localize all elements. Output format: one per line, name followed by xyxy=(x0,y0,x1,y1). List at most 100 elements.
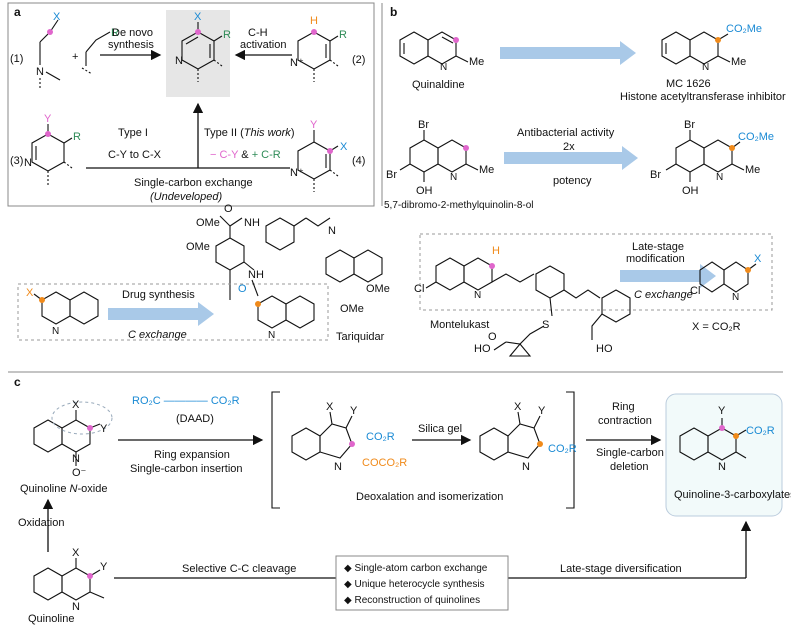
n-prod: N xyxy=(718,461,726,473)
n-label: N xyxy=(36,66,44,78)
arrow-dibromo xyxy=(504,146,638,170)
o-m: O xyxy=(488,331,497,343)
benzazepine-1: X Y CO₂R COCO₂R N xyxy=(291,401,407,473)
panel-a-border xyxy=(7,2,375,207)
dibromo-me: Me xyxy=(479,164,494,176)
ho-1: HO xyxy=(474,343,491,355)
potency: potency xyxy=(553,175,592,187)
plus-sign: + xyxy=(72,51,78,63)
quinaldine-me: Me xyxy=(469,56,484,68)
br-top: Br xyxy=(418,119,429,131)
amine-fragment: X N xyxy=(36,11,61,90)
n-m1: N xyxy=(474,290,481,301)
quinaldine-name: Quinaldine xyxy=(412,79,465,91)
single-insertion: Single-carbon insertion xyxy=(130,463,243,475)
n-tq-quin: N xyxy=(268,330,275,341)
bracket-right xyxy=(566,391,575,509)
ch-1: C-H xyxy=(248,27,268,39)
h-montelukast: H xyxy=(492,245,500,257)
cl-2: Cl xyxy=(690,285,700,297)
co2r-i1: CO₂R xyxy=(366,431,395,443)
quinoline-n-oxide-name: Quinoline N-oxide xyxy=(20,483,107,495)
silica: Silica gel xyxy=(418,423,462,435)
ome-3: OMe xyxy=(366,283,390,295)
single-carbon-exchange: Single-carbon exchange xyxy=(134,177,253,189)
late-stage-1: Late-stage xyxy=(632,241,684,253)
pyridinium-r: R xyxy=(339,29,347,41)
n-i1: N xyxy=(334,461,342,473)
pyridinium-n: N⁺ xyxy=(290,57,304,69)
tariquidar-structure: OMe OMe O NH NH N OMe OMe xyxy=(186,203,390,315)
quinoline: X Y N xyxy=(33,547,108,613)
fold: 2x xyxy=(563,141,575,153)
label-2: (2) xyxy=(352,54,365,66)
de-novo-2: synthesis xyxy=(108,39,154,51)
o-1: O xyxy=(224,203,233,215)
x-equals: X = CO₂R xyxy=(692,321,741,333)
antibacterial: Antibacterial activity xyxy=(517,127,615,139)
bullet-2: ◆ Unique heterocycle synthesis xyxy=(344,579,485,590)
quinoline-3-carboxylate: Y CO₂R N xyxy=(679,405,775,473)
y-c1: Y xyxy=(100,423,108,435)
panel-b-label: b xyxy=(390,5,397,19)
x-label-4: X xyxy=(340,141,348,153)
undeveloped: (Undeveloped) xyxy=(150,191,222,203)
target-n: N xyxy=(175,55,183,67)
x-i2: X xyxy=(514,401,522,413)
late-div: Late-stage diversification xyxy=(560,563,682,575)
tariquidar-quinoline: O N xyxy=(238,279,315,341)
ome-2: OMe xyxy=(186,241,210,253)
c-exchange-2: C exchange xyxy=(634,289,693,301)
r-label-3: R xyxy=(73,131,81,143)
y-label-3: Y xyxy=(44,113,52,125)
arrow-late-stage xyxy=(620,264,716,288)
bullet-3: ◆ Reconstruction of quinolines xyxy=(344,595,480,606)
alkyl-fragment: R xyxy=(81,27,119,75)
dibromo-quinolinol: Br Br OH N Me xyxy=(386,119,494,197)
panel-c: X Y N O⁻ Quinoline N-oxide RO₂C ———— CO₂… xyxy=(18,391,791,625)
ch-2: activation xyxy=(240,39,286,51)
y-i1: Y xyxy=(350,405,358,417)
label-4: (4) xyxy=(352,155,365,167)
quinoline-n-oxide: X Y N O⁻ xyxy=(33,399,113,479)
p-co2me: CO₂Me xyxy=(738,131,774,143)
montelukast-core: Cl N H S HO O HO xyxy=(414,245,631,357)
type2-exchange: − C-Y & + C-R xyxy=(210,149,281,161)
target-x: X xyxy=(194,11,202,23)
o-minus: O⁻ xyxy=(72,467,87,479)
x-quin: X xyxy=(26,287,34,299)
montelukast-product: X Cl N xyxy=(690,253,762,303)
x-c1: X xyxy=(72,399,80,411)
drug-synthesis: Drug synthesis xyxy=(122,289,195,301)
daad: (DAAD) xyxy=(176,413,214,425)
x-q: X xyxy=(72,547,80,559)
deoxalation: Deoxalation and isomerization xyxy=(356,491,503,503)
mc-co2me: CO₂Me xyxy=(726,23,762,35)
panel-c-label: c xyxy=(14,375,21,389)
o-blue: O xyxy=(238,283,247,295)
ring-expansion: Ring expansion xyxy=(154,449,230,461)
nh-2: NH xyxy=(248,269,264,281)
type1: Type I xyxy=(118,127,148,139)
late-stage-2: modification xyxy=(626,253,685,265)
r-label: R xyxy=(111,27,119,39)
dibromo-name: 5,7-dibromo-2-methylquinolin-8-ol xyxy=(384,200,534,211)
panel-a: (1) X N + R De novo synthesis xyxy=(10,10,365,203)
ring-1: Ring xyxy=(612,401,635,413)
highlight-ellipse xyxy=(51,401,113,435)
mc1626: N CO₂Me Me xyxy=(661,23,762,73)
de-novo-1: De novo xyxy=(112,27,153,39)
target-pyridine: X R N xyxy=(175,11,231,82)
selective: Selective C-C cleavage xyxy=(182,563,296,575)
n-q: N xyxy=(72,601,80,613)
x-mp: X xyxy=(754,253,762,265)
h-label: H xyxy=(310,15,318,27)
label-3: (3) xyxy=(10,155,23,167)
product-name: Quinoline-3-carboxylates xyxy=(674,489,791,501)
dibromo-product: Br Br OH N CO₂Me Me xyxy=(650,119,774,197)
y-label-4: Y xyxy=(310,119,318,131)
pyridine-3: Y R N xyxy=(24,113,81,185)
n-tq: N xyxy=(328,225,336,237)
deletion-2: deletion xyxy=(610,461,649,473)
cl-1: Cl xyxy=(414,283,424,295)
